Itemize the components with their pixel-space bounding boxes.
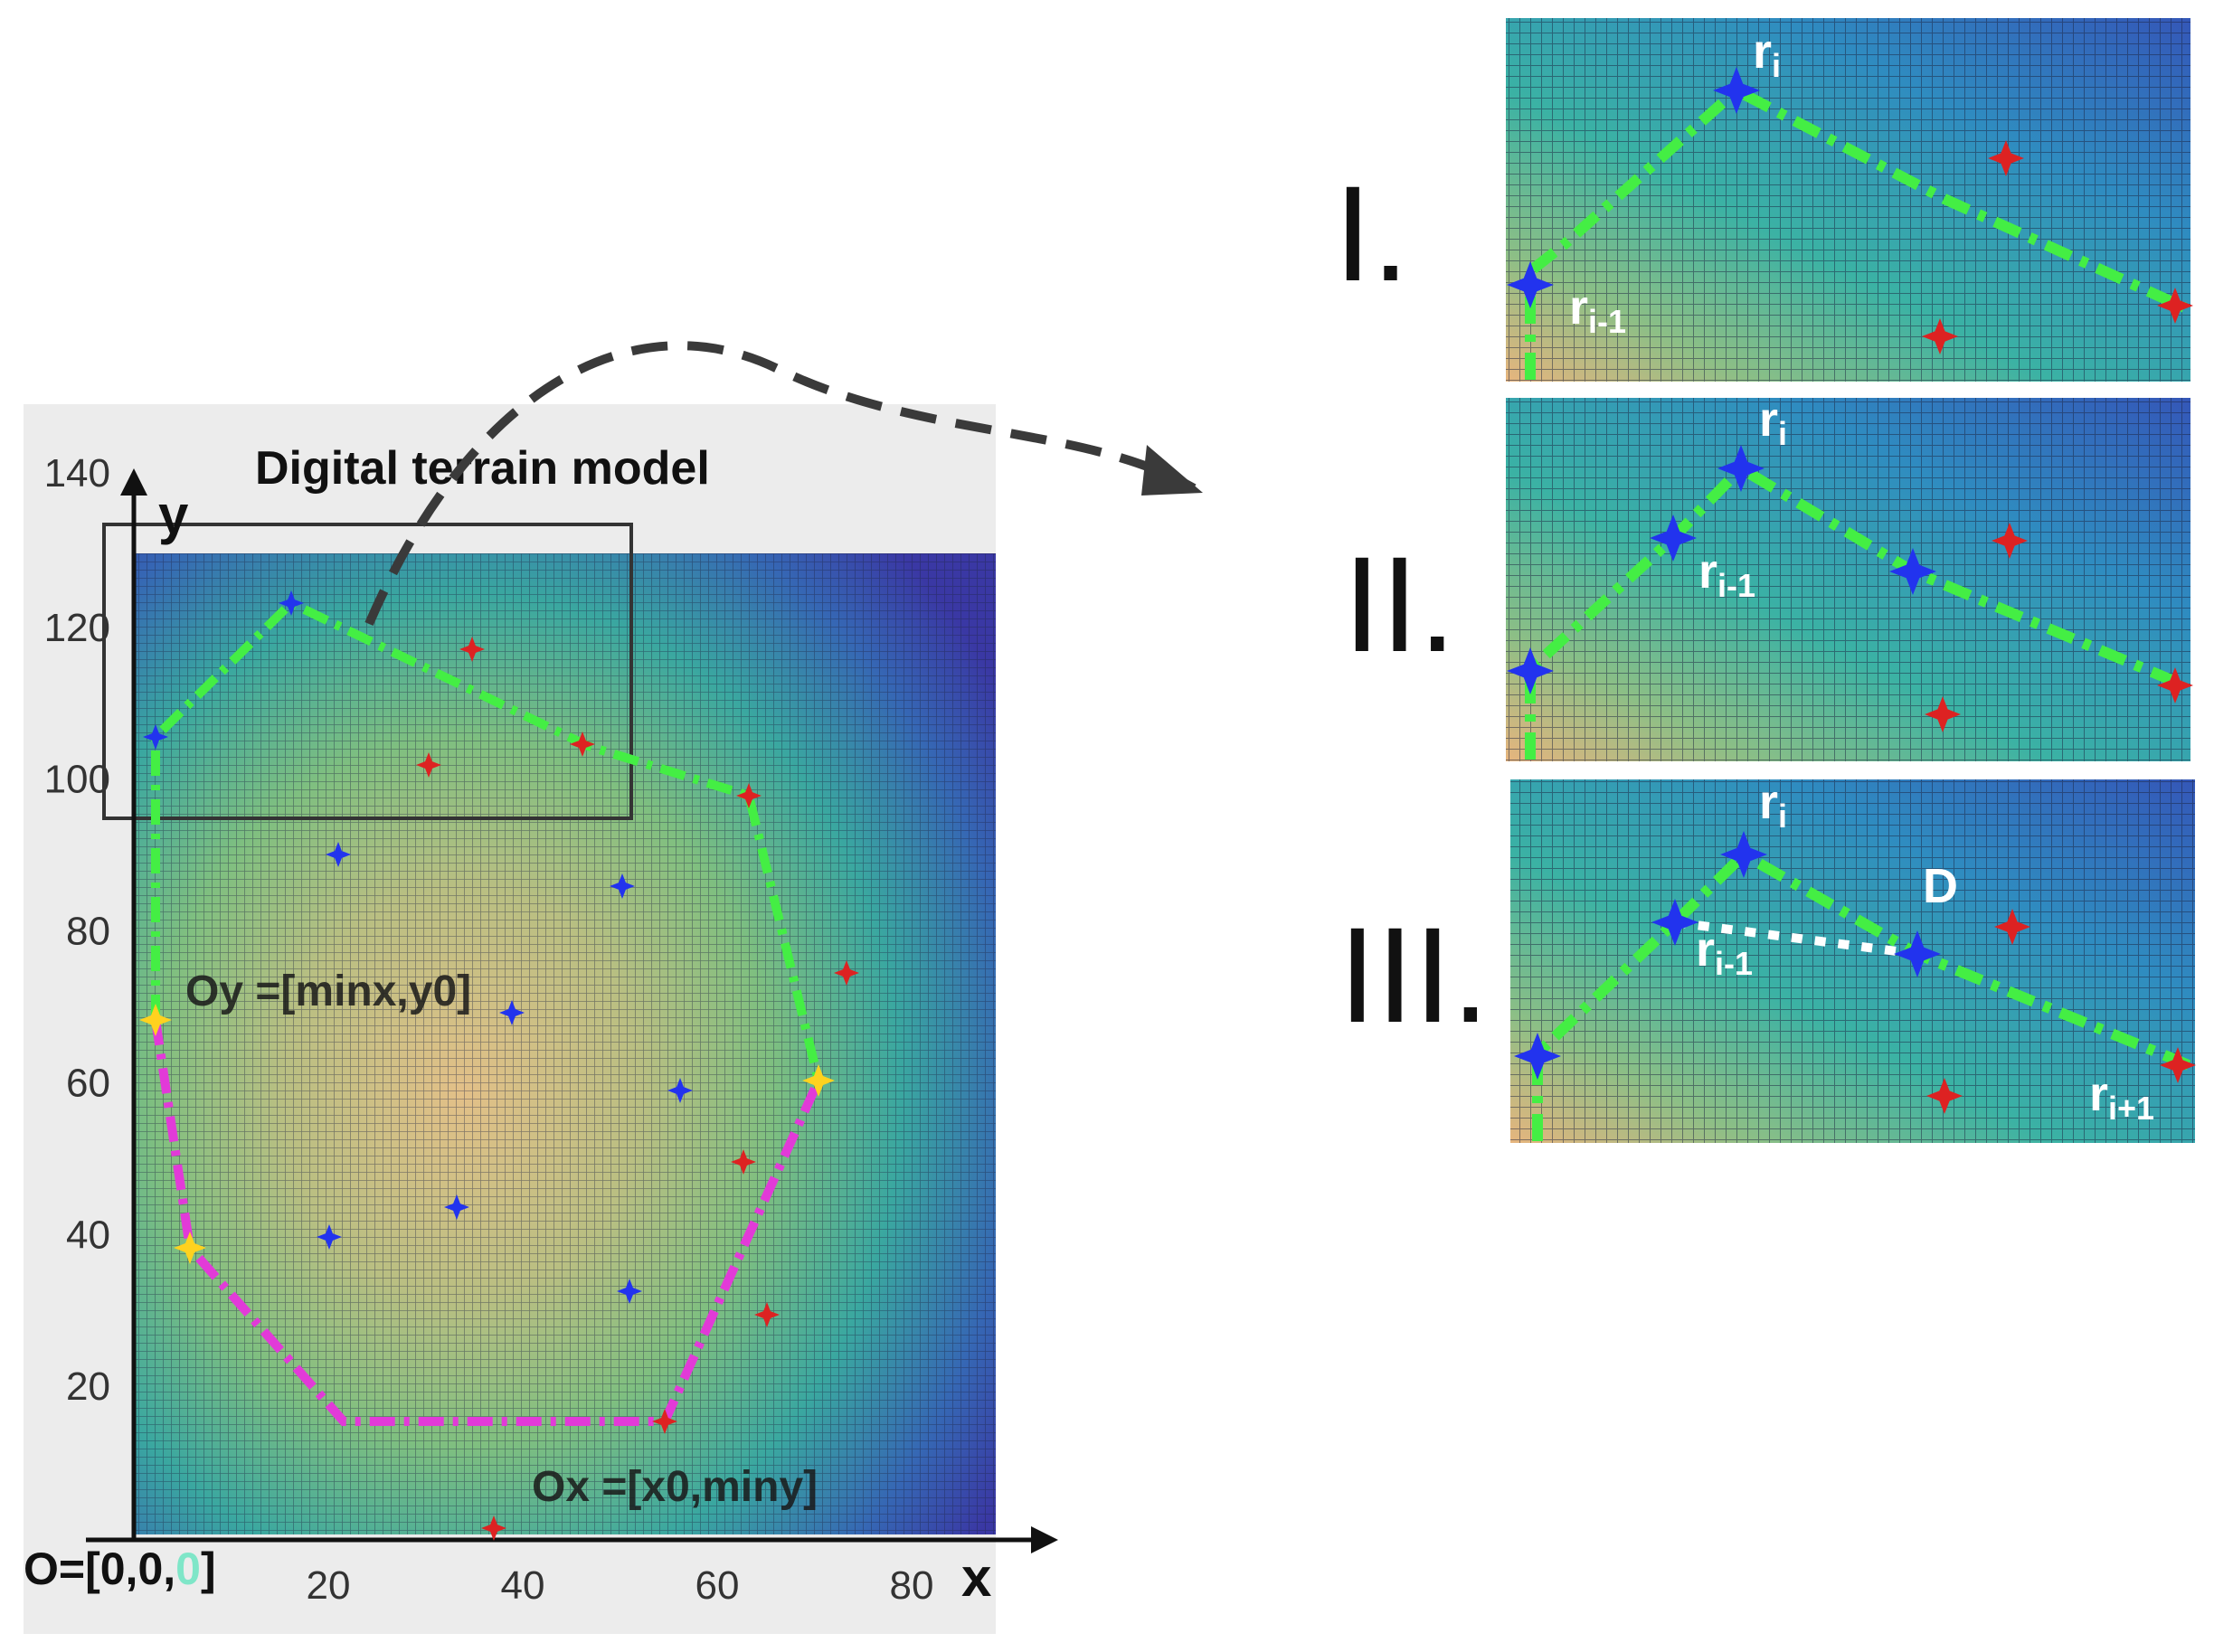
red-point-marker [1994,909,2030,945]
panel-3-shortcut-d [1674,918,1918,958]
ox-label: Ox =[x0,miny] [532,1463,818,1511]
red-point-marker [1992,523,2028,559]
yellow-point-marker [174,1232,206,1264]
blue-point-marker [499,1000,525,1025]
red-point-marker [481,1515,506,1541]
red-point-marker [2157,667,2193,703]
y-tick-label: 100 [44,758,110,802]
blue-point-marker [610,873,635,899]
y-tick-label: 120 [44,606,110,650]
panel-2: II. ri ri-1 [1343,392,2193,761]
panel-1-numeral: I. [1334,157,1409,309]
zoom-arrow [364,341,1197,626]
blue-route-point-marker [1514,1033,1561,1080]
panel-3-grid [1510,779,2195,1143]
blue-point-marker [667,1078,693,1103]
panel-2-rim1-label: ri-1 [1698,544,1755,604]
panel-1-grid [1506,18,2190,382]
red-point-marker [416,752,441,778]
panel-2-grid [1506,398,2190,761]
x-tick-label: 80 [890,1563,934,1608]
zoom-arrow-head [1141,445,1203,496]
x-tick-label: 20 [307,1563,351,1608]
red-point-marker [570,732,595,757]
sample-points [139,590,859,1541]
blue-route-point-marker [1717,445,1765,492]
zoom-region-box [102,523,633,820]
origin-label: O=[0,0,0] [24,1543,216,1594]
red-point-marker [459,637,485,662]
y-tick-label: 60 [66,1061,110,1105]
red-point-marker [2157,288,2193,324]
yellow-point-marker [802,1064,835,1097]
blue-route-point-marker [1720,831,1767,878]
panel-1-markers [1507,67,2193,354]
plot-title: Digital terrain model [255,442,710,495]
red-point-marker [1925,696,1961,732]
panel-3-rip1-label: ri+1 [2089,1067,2154,1127]
blue-route-point-marker [1651,899,1698,946]
y-tick-labels: 20 40 60 80 100 120 140 [44,451,110,1409]
main-plot: Digital terrain model y x 20 40 60 80 10… [24,341,1203,1634]
red-point-marker [834,960,859,986]
origin-label-suffix: ] [201,1543,216,1594]
blue-point-marker [143,724,168,750]
panel-2-ri-label: ri [1759,392,1787,452]
x-axis-name: x [961,1547,991,1608]
panel-3: III. ri ri-1 ri+1 D [1339,775,2196,1143]
blue-point-marker [617,1279,642,1304]
blue-route-point-marker [1507,261,1554,308]
red-point-marker [731,1149,756,1175]
y-tick-label: 80 [66,910,110,954]
panel-3-numeral: III. [1339,899,1490,1051]
red-point-marker [652,1409,677,1434]
blue-route-point-marker [1894,930,1941,977]
panel-1-path [1525,83,2187,380]
panel-2-numeral: II. [1343,528,1456,680]
panel-3-markers [1514,831,2196,1114]
panel-1: I. ri ri-1 [1334,18,2193,382]
red-point-marker [1922,318,1958,354]
magenta-boundary-path [151,1019,823,1426]
red-point-marker [754,1302,780,1327]
red-point-marker [1988,140,2024,176]
x-tick-label: 60 [695,1563,740,1608]
blue-point-marker [279,590,304,616]
blue-point-marker [326,842,351,867]
yellow-point-marker [139,1004,172,1036]
red-point-marker [2160,1047,2196,1083]
red-point-marker [736,783,762,808]
y-tick-label: 40 [66,1213,110,1257]
blue-route-point-marker [1889,548,1936,595]
zoom-panels: I. ri ri-1 II. ri ri-1 III. ri ri-1 [1334,18,2196,1143]
origin-label-z: 0 [175,1543,201,1594]
origin-label-prefix: O=[0,0, [24,1543,175,1594]
panel-1-rim1-label: ri-1 [1569,280,1626,340]
x-tick-label: 40 [501,1563,545,1608]
green-boundary-path [151,597,823,1082]
y-axis-name: y [158,485,189,545]
y-tick-label: 20 [66,1364,110,1409]
oy-label: Oy =[minx,y0] [185,968,471,1015]
panel-3-ri-label: ri [1759,775,1787,835]
panel-1-ri-label: ri [1753,24,1781,84]
blue-point-marker [317,1224,342,1250]
blue-point-marker [444,1194,469,1220]
red-point-marker [1926,1078,1963,1114]
y-tick-label: 140 [44,451,110,496]
x-axis-arrowhead [1031,1526,1058,1553]
blue-route-point-marker [1713,67,1760,114]
y-axis-arrowhead [120,468,147,496]
blue-route-point-marker [1507,647,1554,694]
panel-3-rim1-label: ri-1 [1696,922,1753,982]
blue-route-point-marker [1650,514,1697,562]
panel-3-d-label: D [1923,859,1958,913]
panel-2-markers [1507,445,2193,732]
x-tick-labels: 20 40 60 80 [307,1563,934,1608]
terrain-grid [136,553,996,1534]
